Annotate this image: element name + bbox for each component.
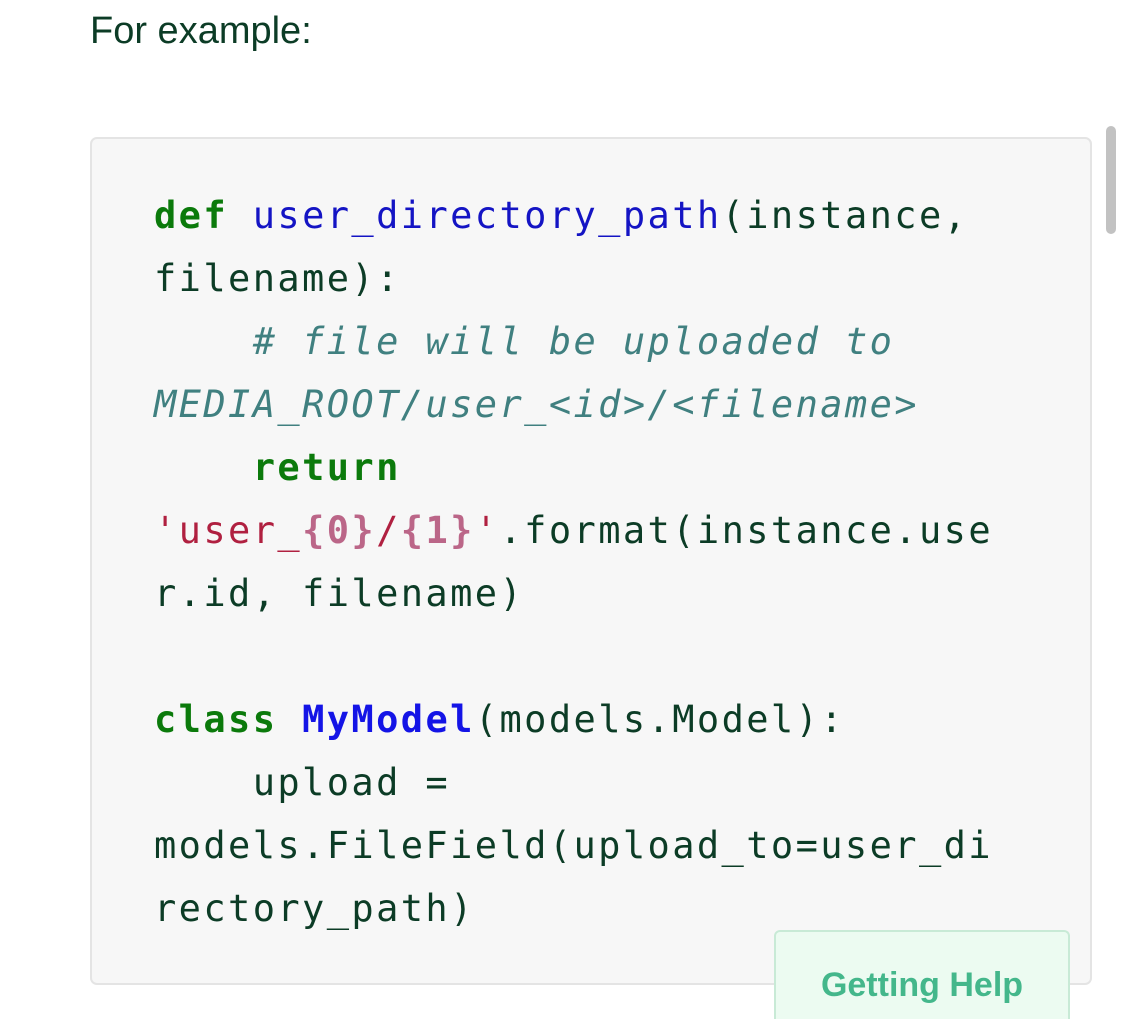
code-line: 'user_{0}/{1}'.format(instance.use (154, 499, 993, 562)
code-line: class MyModel(models.Model): (154, 688, 993, 751)
code-token: (instance, (721, 194, 969, 237)
string-interpolation-token: {1} (400, 509, 475, 552)
code-block[interactable]: def user_directory_path(instance,filenam… (90, 137, 1092, 985)
code-line: return (154, 436, 993, 499)
code-token (154, 320, 253, 363)
keyword-token: return (252, 446, 401, 489)
getting-help-button[interactable]: Getting Help (774, 930, 1070, 1019)
scrollbar-thumb[interactable] (1106, 126, 1116, 234)
code-token: .format(instance.use (499, 509, 994, 552)
code-token: models.FileField(upload_to=user_di (154, 824, 993, 867)
string-token: / (376, 509, 401, 552)
code-token: r.id, filename) (154, 572, 525, 615)
code-line: MEDIA_ROOT/user_<id>/<filename> (154, 373, 993, 436)
class-name-token: MyModel (302, 698, 475, 741)
intro-paragraph: For example: (90, 10, 312, 52)
keyword-token: class (154, 698, 278, 741)
code-line: rectory_path) (154, 877, 993, 940)
code-line: def user_directory_path(instance, (154, 184, 993, 247)
keyword-token: def (154, 194, 229, 237)
code-token: upload = (154, 761, 451, 804)
code-line: filename): (154, 247, 993, 310)
function-name-token: user_directory_path (252, 194, 722, 237)
code-line: upload = (154, 751, 993, 814)
code-token (228, 194, 253, 237)
string-token: 'user_ (154, 509, 303, 552)
comment-token: # file will be uploaded to (252, 320, 895, 363)
string-interpolation-token: {0} (302, 509, 377, 552)
code-token: (models.Model): (474, 698, 845, 741)
code-token (277, 698, 302, 741)
code-line (154, 625, 993, 688)
code-token (154, 446, 253, 489)
code-line: models.FileField(upload_to=user_di (154, 814, 993, 877)
code-line: r.id, filename) (154, 562, 993, 625)
code-line: # file will be uploaded to (154, 310, 993, 373)
code-token: filename): (154, 257, 401, 300)
code-token: rectory_path) (154, 887, 475, 930)
code-listing: def user_directory_path(instance,filenam… (154, 184, 993, 940)
comment-token: MEDIA_ROOT/user_<id>/<filename> (154, 383, 919, 426)
string-token: ' (474, 509, 500, 552)
